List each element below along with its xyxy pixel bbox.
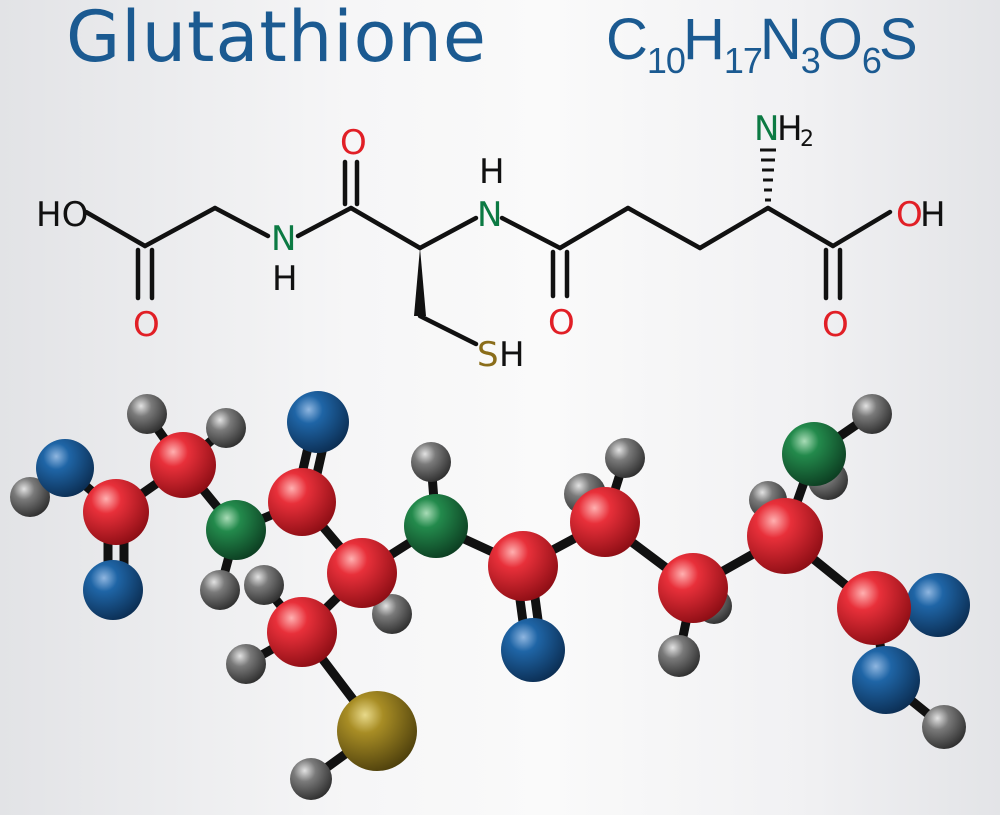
hydrogen-atom [605, 438, 645, 478]
label-hydrogen: H [777, 109, 803, 149]
label-nitrogen: N [477, 195, 502, 235]
hydrogen-atom [658, 635, 700, 677]
bond [697, 205, 771, 251]
bond [83, 209, 148, 249]
carbon-atom [747, 498, 823, 574]
label-subscript: 2 [800, 127, 814, 152]
bond [417, 215, 479, 251]
bond [830, 209, 893, 249]
formula-element: O [817, 7, 863, 72]
wedge-bond [414, 248, 426, 316]
hydrogen-atom [411, 442, 451, 482]
bond [765, 205, 836, 249]
nitrogen-atom [782, 422, 846, 486]
page-title: Glutathione [66, 0, 487, 78]
hydrogen-atom [10, 477, 50, 517]
label-nitrogen: N [754, 109, 779, 149]
label-hydrogen: H [920, 195, 946, 235]
label-oxygen: O [133, 305, 160, 345]
label-oxygen: O [548, 303, 575, 343]
hydrogen-atom [922, 705, 966, 749]
carbon-atom [268, 468, 336, 536]
formula-count: 3 [800, 40, 821, 81]
label-hydrogen: H [499, 335, 525, 375]
hydrogen-atom [200, 570, 240, 610]
molecular-formula: C10H17N3O6S [606, 6, 918, 82]
carbon-atom [150, 432, 216, 498]
bond [417, 313, 479, 347]
formula-count: 17 [723, 40, 763, 81]
oxygen-atom [906, 573, 970, 637]
label-hydrogen: H [479, 152, 505, 192]
carbon-atom [488, 531, 558, 601]
formula-element: C [606, 7, 648, 72]
bond [295, 205, 354, 239]
carbon-atom [327, 538, 397, 608]
bond [348, 205, 423, 251]
oxygen-atom [83, 560, 143, 620]
hash-bond [760, 148, 776, 202]
bond [557, 205, 631, 251]
hydrogen-atom [372, 594, 412, 634]
formula-count: 6 [861, 40, 882, 81]
hydrogen-atom [226, 644, 266, 684]
structural-formula: HO O N H O H N S H O N H 2 O H O [36, 109, 946, 375]
sulfur-atom [337, 691, 417, 771]
ball-and-stick-model [10, 391, 970, 800]
label-hydrogen: H [272, 259, 298, 299]
hydrogen-atom [244, 565, 284, 605]
oxygen-atom [36, 439, 94, 497]
oxygen-atom [852, 646, 920, 714]
label-oxygen: O [340, 123, 367, 163]
label-sulfur: S [477, 335, 499, 375]
hydrogen-atom [206, 408, 246, 448]
hydrogen-atom [127, 394, 167, 434]
formula-count: 10 [646, 40, 686, 81]
nitrogen-atom [404, 494, 468, 558]
formula-element: H [682, 7, 725, 72]
carbon-atom [267, 597, 337, 667]
oxygen-atom [287, 391, 349, 453]
carbon-atom [570, 487, 640, 557]
label-oxygen: O [896, 195, 923, 235]
label-oxygen: O [822, 305, 849, 345]
nitrogen-atom [206, 500, 266, 560]
bond [625, 205, 703, 251]
bond [142, 205, 218, 249]
label-nitrogen: N [271, 219, 296, 259]
hydrogen-atom [852, 394, 892, 434]
carbon-atom [837, 571, 911, 645]
carbon-atom [83, 479, 149, 545]
oxygen-atom [501, 618, 565, 682]
hydrogen-atom [290, 758, 332, 800]
bond [499, 215, 563, 251]
label-hydroxyl: HO [36, 195, 88, 235]
bond [212, 205, 271, 239]
carbon-atom [658, 553, 728, 623]
formula-element: N [759, 7, 802, 72]
formula-element: S [878, 7, 918, 72]
